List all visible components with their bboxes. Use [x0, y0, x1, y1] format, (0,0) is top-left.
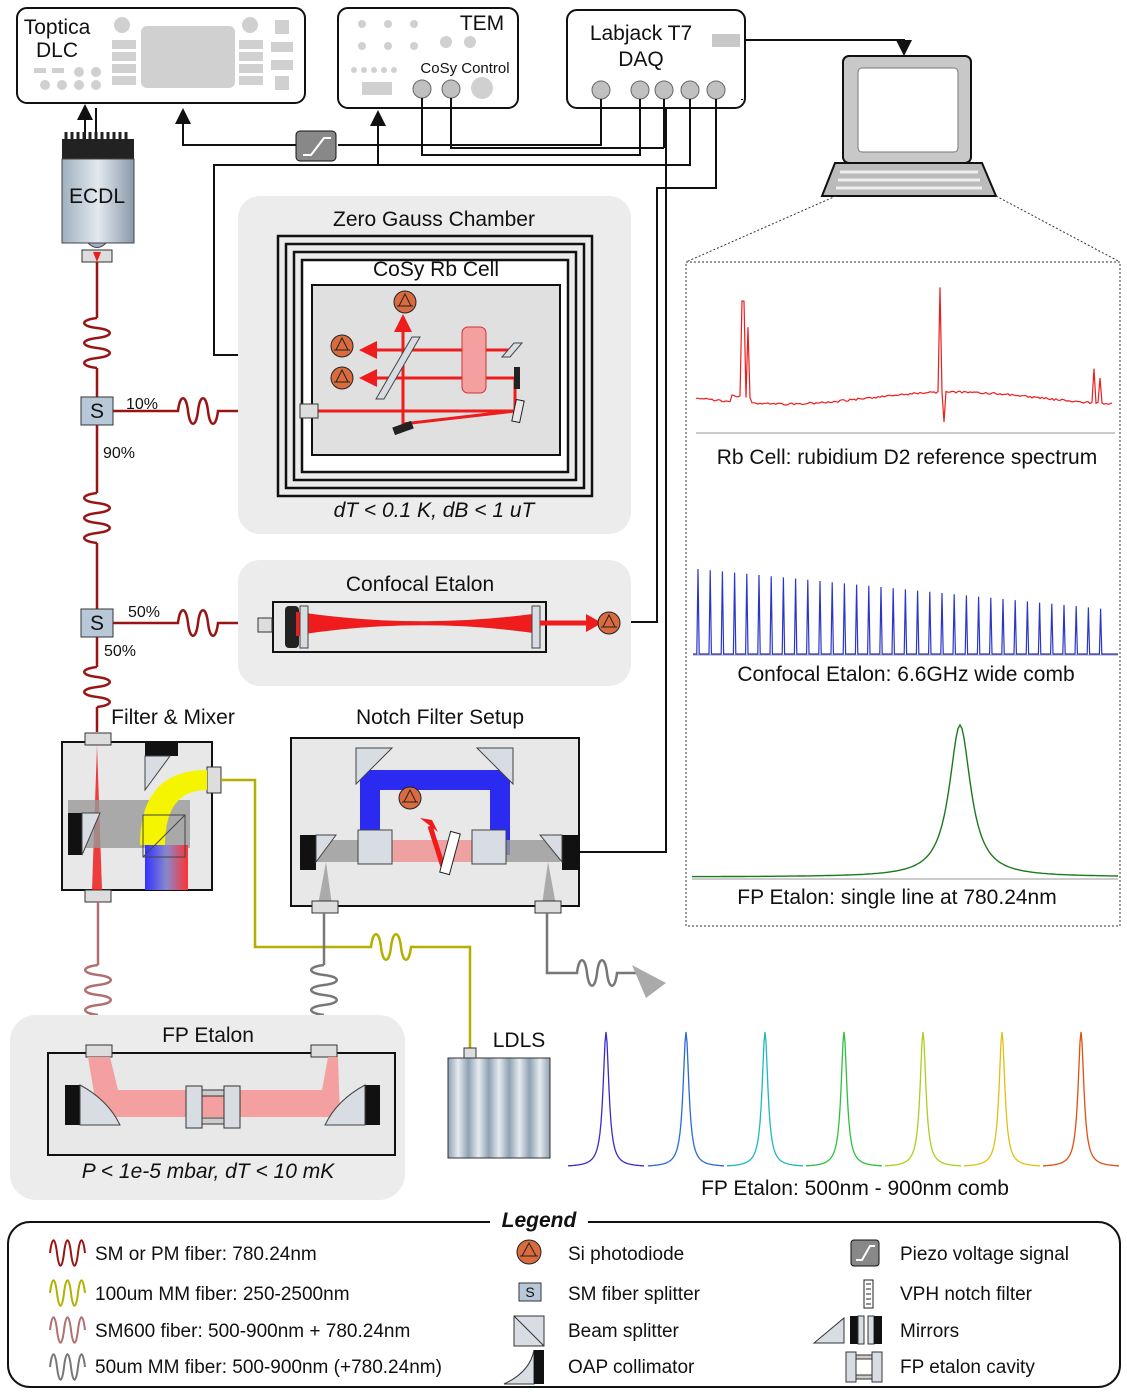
rainbow-peak — [1043, 1032, 1119, 1166]
legend-label-beam-splitter: Beam splitter — [568, 1321, 680, 1342]
splitter-bottom-ratio-a: 50% — [128, 604, 160, 621]
notch-filter-module: Notch Filter Setup — [291, 706, 579, 913]
legend-label-gray-fiber: 50um MM fiber: 500-900nm (+780.24nm) — [95, 1357, 442, 1378]
fiber-splitter-top: S 10% 90% — [81, 396, 158, 462]
zero-gauss-chamber: Zero Gauss Chamber CoSy Rb Cell dT < 0.1… — [238, 196, 631, 534]
splitter-top-symbol: S — [90, 400, 104, 423]
fp-etalon-spec: P < 1e-5 mbar, dT < 10 mK — [82, 1160, 336, 1183]
legend-label-mirrors: Mirrors — [900, 1321, 959, 1342]
toptica-label: Toptica — [24, 16, 91, 39]
legend-label-piezo: Piezo voltage signal — [900, 1244, 1069, 1265]
confocal-caption: Confocal Etalon: 6.6GHz wide comb — [737, 663, 1074, 686]
fp-etalon-module: FP Etalon P < 1e-5 mbar, dT < 10 mK — [10, 1015, 405, 1200]
rainbow-peak — [806, 1032, 882, 1166]
tem-controller: TEM CoSy Control — [338, 8, 518, 108]
legend: Legend SM or PM fiber: 780.24nm 100um MM… — [8, 1209, 1120, 1387]
rainbow-peak — [964, 1032, 1040, 1166]
comb-caption: FP Etalon: 500nm - 900nm comb — [701, 1177, 1009, 1200]
piezo-signal-box — [296, 131, 336, 161]
rb-cell-title: CoSy Rb Cell — [373, 258, 499, 281]
rainbow-comb-peaks — [568, 1032, 1119, 1166]
legend-label-photodiode: Si photodiode — [568, 1244, 684, 1265]
confocal-title: Confocal Etalon — [346, 573, 494, 596]
splitter-bottom-symbol: S — [90, 612, 104, 635]
legend-label-red-fiber: SM or PM fiber: 780.24nm — [95, 1244, 317, 1265]
fp-etalon-title: FP Etalon — [162, 1024, 254, 1047]
rainbow-peak — [568, 1032, 644, 1166]
svg-text:S: S — [525, 1284, 534, 1300]
legend-label-yellow-fiber: 100um MM fiber: 250-2500nm — [95, 1284, 350, 1305]
zero-gauss-title: Zero Gauss Chamber — [333, 208, 535, 231]
toptica-dlc-controller: Toptica DLC — [17, 8, 305, 103]
fiber-splitter-bottom: S 50% 50% — [81, 604, 160, 660]
labjack-label: Labjack T7 — [590, 22, 692, 45]
photodiode-icon — [517, 1240, 541, 1264]
cosy-control-label: CoSy Control — [420, 60, 509, 77]
splitter-top-ratio-b: 90% — [103, 445, 135, 462]
daq-label: DAQ — [618, 48, 664, 71]
labjack-daq: Labjack T7 DAQ — [567, 10, 745, 108]
ldls-source: LDLS — [448, 1029, 550, 1158]
legend-label-pink-fiber: SM600 fiber: 500-900nm + 780.24nm — [95, 1321, 410, 1342]
splitter-icon: S — [519, 1283, 541, 1301]
legend-label-oap: OAP collimator — [568, 1357, 695, 1378]
computer-terminal — [822, 56, 996, 196]
dlc-label-text: DLC — [36, 39, 78, 62]
zero-gauss-spec: dT < 0.1 K, dB < 1 uT — [334, 499, 537, 522]
ecdl-laser: ECDL — [62, 132, 134, 262]
notch-filter-icon — [864, 1280, 873, 1308]
piezo-signal-icon — [851, 1240, 879, 1266]
rb-caption: Rb Cell: rubidium D2 reference spectrum — [717, 446, 1097, 469]
legend-label-notch: VPH notch filter — [900, 1284, 1033, 1305]
spectra-panel: Rb Cell: rubidium D2 reference spectrum … — [568, 196, 1127, 1200]
rainbow-peak — [648, 1032, 724, 1166]
legend-label-splitter: SM fiber splitter — [568, 1284, 701, 1305]
splitter-top-ratio-a: 10% — [126, 396, 158, 413]
beam-splitter-icon — [514, 1316, 544, 1346]
legend-title: Legend — [502, 1209, 578, 1232]
splitter-bottom-ratio-b: 50% — [104, 643, 136, 660]
rainbow-peak — [885, 1032, 961, 1166]
fp-caption: FP Etalon: single line at 780.24nm — [737, 886, 1056, 909]
filter-mixer-module: Filter & Mixer — [62, 706, 235, 902]
tem-label: TEM — [460, 12, 504, 35]
filter-mixer-title: Filter & Mixer — [111, 706, 235, 729]
notch-title: Notch Filter Setup — [356, 706, 524, 729]
legend-label-fp-cavity: FP etalon cavity — [900, 1357, 1035, 1378]
ecdl-label: ECDL — [69, 185, 125, 208]
confocal-etalon-module: Confocal Etalon — [238, 560, 631, 686]
ldls-label: LDLS — [493, 1029, 546, 1052]
rainbow-peak — [727, 1032, 803, 1166]
